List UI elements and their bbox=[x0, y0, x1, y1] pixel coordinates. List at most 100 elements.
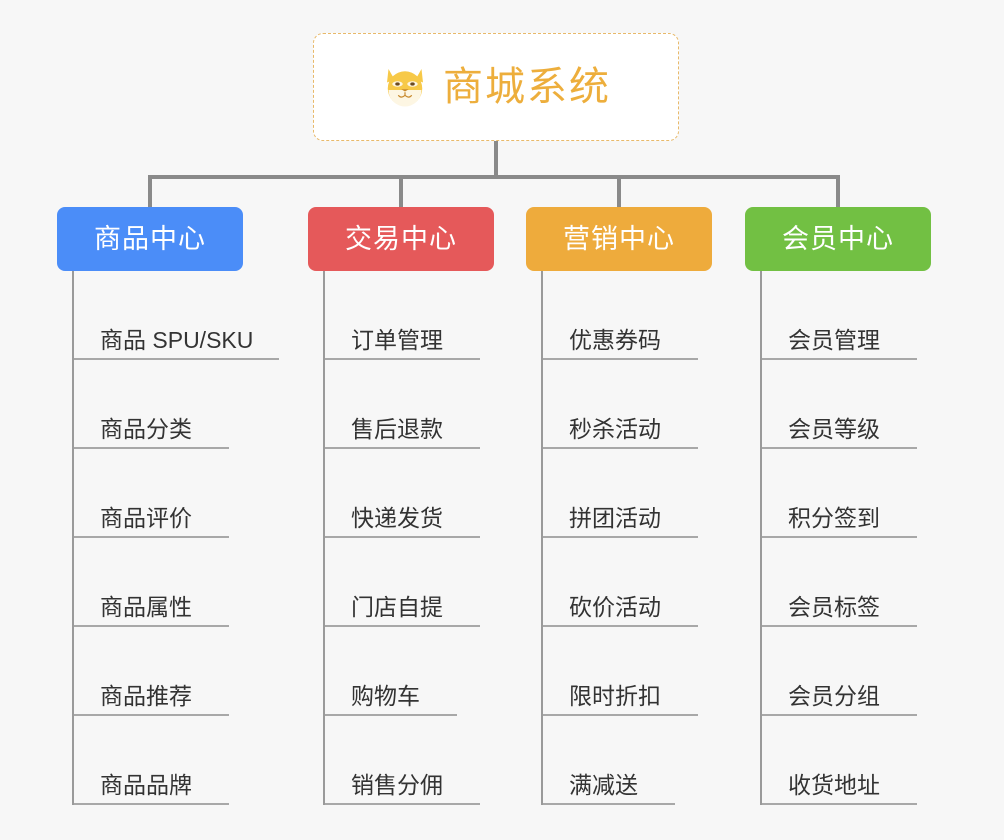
leaf-underline bbox=[74, 803, 229, 805]
leaf-list-marketing-center: 优惠券码 秒杀活动 拼团活动 砍价活动 限时折扣 满减送 bbox=[526, 271, 712, 805]
category-label-marketing-center: 营销中心 bbox=[563, 223, 675, 254]
leaf-label: 快递发货 bbox=[351, 505, 443, 531]
leaf-item[interactable]: 会员等级 bbox=[761, 360, 931, 449]
shiba-dog-face-icon bbox=[387, 69, 423, 108]
branch-product-center: 商品中心 商品 SPU/SKU 商品分类 商品评价 商品属性 商品推荐 商品品牌 bbox=[57, 207, 279, 805]
leaf-underline bbox=[74, 447, 229, 449]
category-label-trade-center: 交易中心 bbox=[345, 223, 457, 254]
leaf-label: 拼团活动 bbox=[569, 505, 661, 531]
leaf-underline bbox=[762, 536, 917, 538]
category-box-marketing-center[interactable]: 营销中心 bbox=[526, 207, 712, 271]
leaf-spine bbox=[323, 271, 325, 805]
leaf-underline bbox=[543, 714, 698, 716]
connector-drop-product-center bbox=[148, 175, 152, 207]
branch-trade-center: 交易中心 订单管理 售后退款 快递发货 门店自提 购物车 销售分佣 bbox=[308, 207, 494, 805]
connector-horizontal-bus bbox=[150, 175, 840, 179]
connector-drop-member-center bbox=[836, 175, 840, 207]
leaf-item[interactable]: 会员管理 bbox=[761, 271, 931, 360]
leaf-item[interactable]: 会员分组 bbox=[761, 627, 931, 716]
leaf-label: 销售分佣 bbox=[351, 772, 443, 798]
leaf-item[interactable]: 收货地址 bbox=[761, 716, 931, 805]
leaf-label: 门店自提 bbox=[351, 594, 443, 620]
leaf-item[interactable]: 拼团活动 bbox=[542, 449, 712, 538]
connector-drop-trade-center bbox=[399, 175, 403, 207]
leaf-label: 秒杀活动 bbox=[569, 416, 661, 442]
leaf-label: 商品属性 bbox=[100, 594, 192, 620]
leaf-label: 积分签到 bbox=[788, 505, 880, 531]
leaf-item[interactable]: 订单管理 bbox=[324, 271, 494, 360]
connector-drop-marketing-center bbox=[617, 175, 621, 207]
leaf-underline bbox=[543, 358, 698, 360]
leaf-underline bbox=[74, 536, 229, 538]
leaf-underline bbox=[74, 358, 279, 360]
leaf-item[interactable]: 会员标签 bbox=[761, 538, 931, 627]
leaf-underline bbox=[543, 625, 698, 627]
leaf-item[interactable]: 积分签到 bbox=[761, 449, 931, 538]
leaf-underline bbox=[325, 625, 480, 627]
leaf-item[interactable]: 商品分类 bbox=[73, 360, 243, 449]
leaf-item[interactable]: 优惠券码 bbox=[542, 271, 712, 360]
connector-root-stem bbox=[494, 141, 498, 177]
leaf-label: 购物车 bbox=[351, 683, 420, 709]
leaf-underline bbox=[74, 714, 229, 716]
leaf-item[interactable]: 销售分佣 bbox=[324, 716, 494, 805]
leaf-underline bbox=[325, 447, 480, 449]
leaf-underline bbox=[325, 803, 480, 805]
leaf-spine bbox=[72, 271, 74, 805]
leaf-underline bbox=[762, 447, 917, 449]
leaf-item[interactable]: 秒杀活动 bbox=[542, 360, 712, 449]
leaf-label: 满减送 bbox=[569, 772, 638, 798]
leaf-underline bbox=[543, 803, 675, 805]
leaf-label: 限时折扣 bbox=[569, 683, 661, 709]
leaf-label: 收货地址 bbox=[788, 772, 880, 798]
branch-member-center: 会员中心 会员管理 会员等级 积分签到 会员标签 会员分组 收货地址 bbox=[745, 207, 931, 805]
leaf-underline bbox=[762, 803, 917, 805]
leaf-underline bbox=[325, 358, 480, 360]
leaf-underline bbox=[543, 447, 698, 449]
leaf-label: 砍价活动 bbox=[569, 594, 661, 620]
leaf-label: 售后退款 bbox=[351, 416, 443, 442]
leaf-label: 商品品牌 bbox=[100, 772, 192, 798]
leaf-spine bbox=[760, 271, 762, 805]
leaf-label: 商品评价 bbox=[100, 505, 192, 531]
leaf-label: 优惠券码 bbox=[569, 327, 661, 353]
leaf-label: 商品分类 bbox=[100, 416, 192, 442]
leaf-item[interactable]: 砍价活动 bbox=[542, 538, 712, 627]
leaf-underline bbox=[762, 358, 917, 360]
leaf-underline bbox=[325, 536, 480, 538]
leaf-label: 订单管理 bbox=[351, 327, 443, 353]
category-label-member-center: 会员中心 bbox=[782, 223, 894, 254]
leaf-underline bbox=[74, 625, 229, 627]
leaf-list-member-center: 会员管理 会员等级 积分签到 会员标签 会员分组 收货地址 bbox=[745, 271, 931, 805]
leaf-label: 会员分组 bbox=[788, 683, 880, 709]
leaf-label: 商品 SPU/SKU bbox=[100, 327, 254, 353]
leaf-item[interactable]: 商品推荐 bbox=[73, 627, 243, 716]
root-node[interactable]: 商城系统 bbox=[313, 33, 679, 141]
category-box-trade-center[interactable]: 交易中心 bbox=[308, 207, 494, 271]
leaf-item[interactable]: 满减送 bbox=[542, 716, 712, 805]
root-title: 商城系统 bbox=[443, 65, 611, 109]
leaf-label: 会员管理 bbox=[788, 327, 880, 353]
leaf-item[interactable]: 售后退款 bbox=[324, 360, 494, 449]
category-box-product-center[interactable]: 商品中心 bbox=[57, 207, 243, 271]
leaf-item[interactable]: 商品 SPU/SKU bbox=[73, 271, 279, 360]
leaf-spine bbox=[541, 271, 543, 805]
leaf-item[interactable]: 商品品牌 bbox=[73, 716, 243, 805]
category-label-product-center: 商品中心 bbox=[94, 223, 206, 254]
category-box-member-center[interactable]: 会员中心 bbox=[745, 207, 931, 271]
leaf-underline bbox=[325, 714, 457, 716]
leaf-item[interactable]: 快递发货 bbox=[324, 449, 494, 538]
branch-marketing-center: 营销中心 优惠券码 秒杀活动 拼团活动 砍价活动 限时折扣 满减送 bbox=[526, 207, 712, 805]
leaf-label: 会员标签 bbox=[788, 594, 880, 620]
leaf-underline bbox=[762, 714, 917, 716]
leaf-item[interactable]: 商品属性 bbox=[73, 538, 243, 627]
leaf-item[interactable]: 门店自提 bbox=[324, 538, 494, 627]
leaf-underline bbox=[762, 625, 917, 627]
leaf-item[interactable]: 限时折扣 bbox=[542, 627, 712, 716]
leaf-underline bbox=[543, 536, 698, 538]
leaf-list-trade-center: 订单管理 售后退款 快递发货 门店自提 购物车 销售分佣 bbox=[308, 271, 494, 805]
leaf-list-product-center: 商品 SPU/SKU 商品分类 商品评价 商品属性 商品推荐 商品品牌 bbox=[57, 271, 279, 805]
leaf-item[interactable]: 商品评价 bbox=[73, 449, 243, 538]
leaf-item[interactable]: 购物车 bbox=[324, 627, 494, 716]
